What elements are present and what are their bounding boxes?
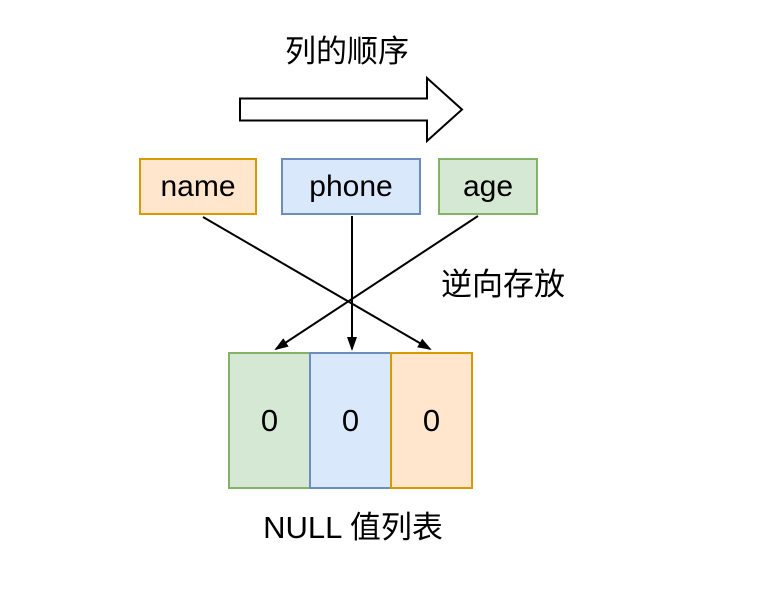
column-box-age: age: [438, 158, 538, 215]
null-cell-age-value: 0: [260, 402, 279, 438]
column-box-phone-label: phone: [309, 169, 393, 203]
null-bitmap-row: 0 0 0: [228, 352, 473, 489]
arrow-name-to-cell3: [202, 216, 432, 351]
column-order-label: 列的顺序: [285, 34, 409, 69]
null-cell-age: 0: [228, 352, 311, 489]
arrow-age-to-cell1: [274, 215, 479, 351]
column-box-name-label: name: [160, 169, 236, 203]
null-cell-name: 0: [390, 352, 473, 489]
reverse-storage-label: 逆向存放: [441, 267, 565, 302]
null-cell-phone: 0: [309, 352, 392, 489]
right-arrow-icon: [239, 75, 464, 144]
null-cell-phone-value: 0: [341, 402, 360, 438]
null-list-caption: NULL 值列表: [263, 510, 443, 545]
column-box-phone: phone: [281, 158, 421, 215]
column-box-age-label: age: [462, 169, 514, 203]
null-cell-name-value: 0: [422, 402, 441, 438]
column-box-name: name: [139, 158, 257, 215]
